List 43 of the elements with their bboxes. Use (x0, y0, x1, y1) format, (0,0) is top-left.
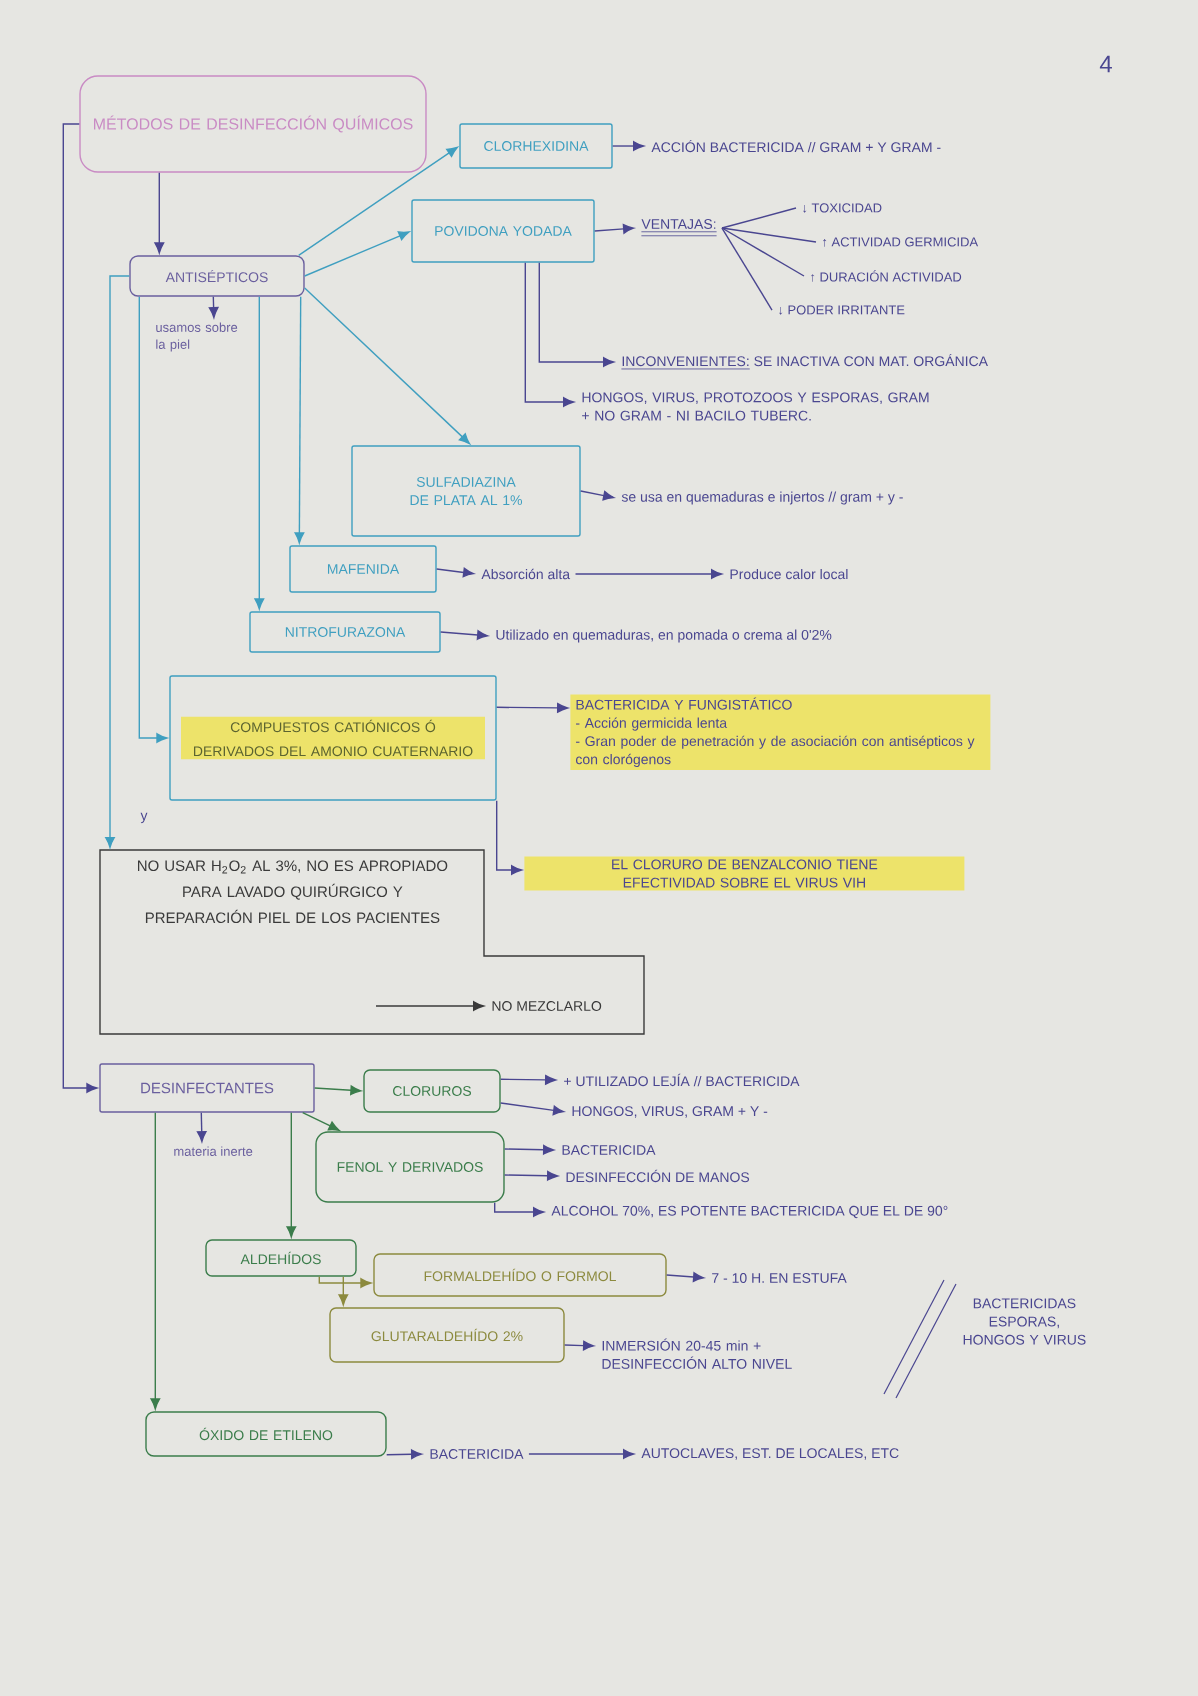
arrow (524, 262, 575, 407)
arrow (294, 296, 305, 544)
arrow (150, 1112, 161, 1410)
arrow (580, 490, 615, 501)
arrow (298, 146, 458, 256)
arrow (440, 630, 489, 640)
arrow (254, 296, 265, 610)
arrow (338, 1276, 349, 1306)
arrow (504, 1170, 559, 1181)
connector-line (721, 207, 797, 229)
arrow (304, 287, 471, 445)
arrow (500, 1074, 557, 1085)
arrow (286, 1112, 297, 1238)
arrow (496, 703, 569, 713)
arrow (612, 141, 645, 151)
arrow (314, 1085, 362, 1096)
title-box: MÉTODOS DE DESINFECCIÓN QUÍMICOS (79, 75, 427, 173)
connector-line (721, 227, 817, 243)
arrow (304, 231, 410, 277)
arrow (302, 1112, 340, 1131)
arrow (62, 123, 98, 1093)
arrow (574, 569, 723, 579)
arrow (436, 567, 475, 578)
arrow (594, 224, 635, 234)
connector-line (721, 227, 805, 277)
arrow (538, 262, 615, 367)
arrow (196, 1112, 207, 1143)
arrow (494, 1202, 545, 1217)
arrow (564, 1340, 595, 1351)
arrow (105, 275, 130, 849)
page-number: 4 (1099, 55, 1112, 73)
arrow (138, 296, 168, 743)
arrow (386, 1449, 423, 1460)
arrow (496, 800, 523, 875)
arrow (500, 1102, 565, 1116)
arrow (208, 296, 219, 319)
arrow (504, 1144, 555, 1155)
arrow (154, 172, 165, 254)
arrow (375, 1001, 485, 1011)
arrow (528, 1449, 635, 1459)
arrow (318, 1276, 372, 1288)
connector-line (721, 227, 773, 311)
arrow (666, 1272, 705, 1282)
